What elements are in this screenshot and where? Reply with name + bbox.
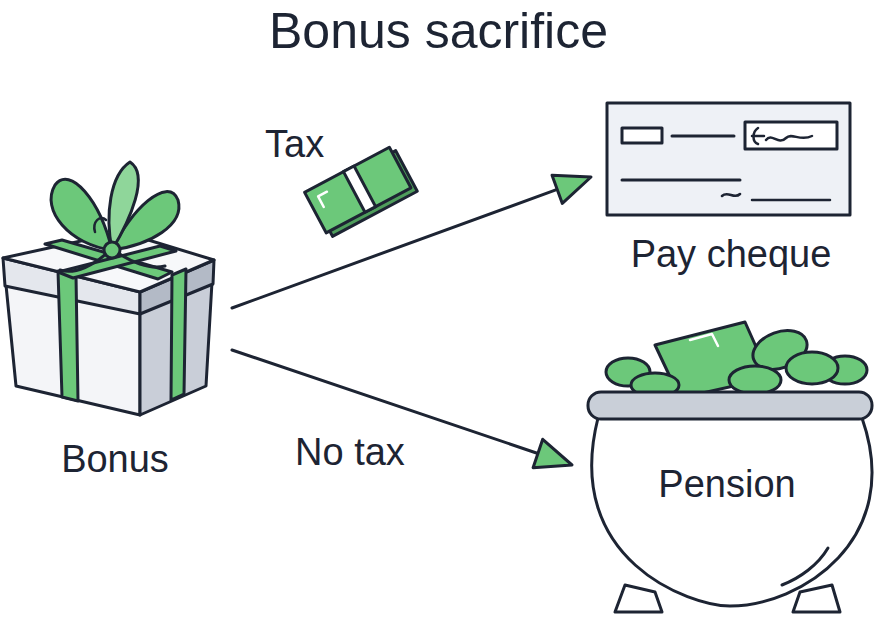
node-label: Pay cheque — [631, 232, 832, 276]
diagram-title: Bonus sacrifice — [0, 2, 877, 60]
pay-cheque: Pay cheque — [600, 95, 862, 276]
edge-label: Tax — [262, 122, 327, 166]
pension-pot — [588, 322, 872, 612]
node-label: Bonus — [61, 437, 169, 481]
connector-line — [232, 189, 557, 308]
gift-box — [3, 162, 214, 415]
cheque-icon — [607, 103, 850, 215]
edge-label: No tax — [292, 430, 408, 474]
node-label: Pension — [658, 462, 795, 506]
arrow-head — [533, 439, 572, 467]
arrow-head — [552, 175, 591, 203]
bonus-gift: Bonus — [0, 150, 230, 481]
pension-pot: Pension — [580, 310, 874, 506]
arrow-connector — [232, 175, 591, 308]
